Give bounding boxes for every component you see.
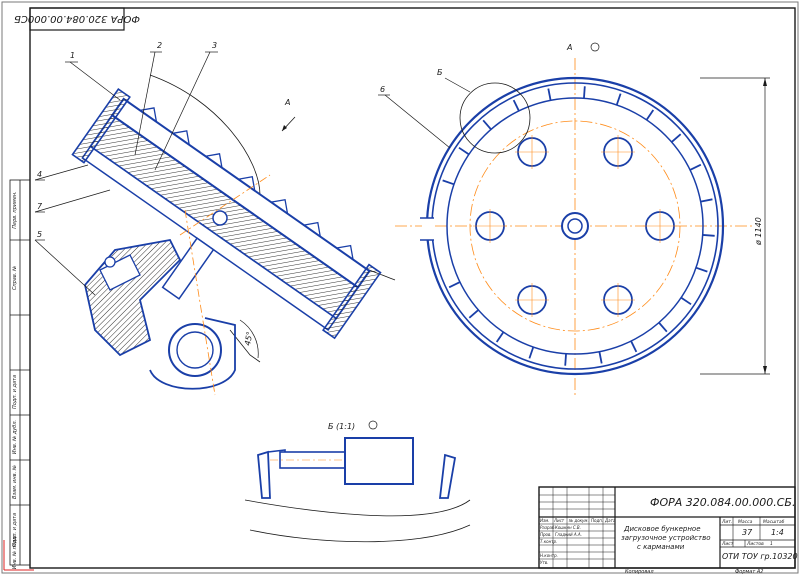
leader-3: 3 — [212, 41, 217, 50]
rim-pocket — [547, 88, 552, 101]
origin-marker — [3, 540, 34, 571]
rotated-code-box: ФОРА 320.084.00.000СБ — [14, 7, 140, 31]
callout-b: Б — [437, 68, 443, 77]
diameter-label: ø 1140 — [754, 217, 763, 246]
rim-pocket — [615, 93, 622, 106]
tb-lit-header: Лит. — [721, 519, 732, 525]
sectional-view: 45° А — [71, 74, 396, 396]
rim-pocket — [702, 234, 715, 237]
rim-pocket — [583, 86, 586, 99]
leader-2: 2 — [157, 41, 162, 50]
tb-role-3: Т.контр. — [540, 539, 557, 544]
strip-label-7: Инв. № подл. — [12, 535, 18, 570]
tb-name-1: Дисковое бункерное — [623, 525, 701, 533]
strip-label-3: Подп. и дата — [12, 375, 18, 409]
tb-row-list: Лист — [553, 518, 565, 523]
tb-org: ОТИ ТОУ гр.10320 — [722, 552, 798, 561]
strip-label-4: Инв. № дубл. — [12, 420, 18, 454]
rim-pocket — [630, 340, 638, 353]
rim-pocket — [689, 163, 702, 171]
strip-label-5: Взам. инв. № — [12, 465, 18, 499]
tb-role-5: Утв. — [540, 560, 548, 565]
rim-pocket — [700, 198, 713, 203]
rim-pocket — [680, 296, 692, 306]
tb-scale-value: 1:4 — [771, 528, 784, 537]
tb-copied: Копировал — [625, 569, 654, 575]
strip-label-6: Подп. и дата — [12, 513, 18, 547]
tb-sheet-label: Лист — [721, 541, 734, 547]
tb-row-doc: № докум. — [568, 518, 589, 523]
rotated-code-text: ФОРА 320.084.00.000СБ — [14, 13, 140, 24]
tb-name-a: Кошкин С.В. — [555, 525, 581, 530]
tb-row-date: Дата — [604, 518, 616, 523]
tb-row-sign: Подп. — [591, 518, 603, 523]
tb-mass-value: 37 — [742, 528, 753, 537]
strip-label-1: Перв. примен. — [12, 191, 18, 229]
rim-pocket — [448, 281, 461, 289]
rim-pocket — [671, 133, 682, 143]
leader-7: 7 — [37, 202, 43, 211]
tb-designation: ФОРА 320.084.00.000.СБ. — [650, 496, 795, 509]
rim-pocket — [645, 109, 655, 121]
rim-pocket — [458, 146, 470, 156]
angle-label: 45° — [243, 331, 254, 347]
rim-pocket — [442, 179, 455, 186]
callout-a: А — [284, 98, 290, 107]
tb-row-izm: Изм. — [540, 518, 549, 523]
tb-name-b: Гладкий А.А. — [555, 532, 582, 537]
title-block — [538, 486, 796, 569]
rim-pocket — [695, 266, 708, 273]
rim-pocket — [658, 322, 668, 333]
tb-role-1: Разраб. — [540, 525, 556, 530]
rim-pocket — [468, 309, 479, 319]
rim-pocket — [495, 331, 505, 343]
tb-scale-header: Масштаб — [763, 519, 785, 525]
tb-sheets-label: Листов — [746, 541, 764, 547]
rim-pocket — [598, 351, 603, 364]
tb-format: Формат А2 — [735, 569, 763, 575]
tb-role-2: Пров. — [540, 532, 552, 537]
rim-pocket — [482, 119, 492, 130]
strip-label-2: Справ. № — [12, 266, 18, 290]
rim-pocket — [512, 99, 520, 112]
rim-pocket — [528, 346, 535, 359]
tb-name-3: с карманами — [637, 543, 685, 551]
leader-1: 1 — [70, 51, 75, 60]
rim-pocket — [564, 353, 567, 366]
leader-6: 6 — [380, 85, 385, 94]
leader-4: 4 — [37, 170, 42, 179]
view-b-label: Б (1:1) — [328, 422, 355, 431]
tb-name-2: загрузочное устройство — [621, 534, 711, 542]
view-a-label: А — [566, 43, 572, 52]
left-strip — [9, 179, 31, 566]
leader-5: 5 — [37, 230, 42, 239]
detail-b-view: Б (1:1) — [244, 420, 471, 543]
tb-sheets-value: 1 — [770, 541, 773, 547]
leaders-left — [34, 51, 218, 296]
circular-view: А Б — [378, 42, 770, 395]
tb-role-4: Н.контр. — [540, 553, 558, 558]
tb-mass-header: Масса — [738, 519, 753, 525]
